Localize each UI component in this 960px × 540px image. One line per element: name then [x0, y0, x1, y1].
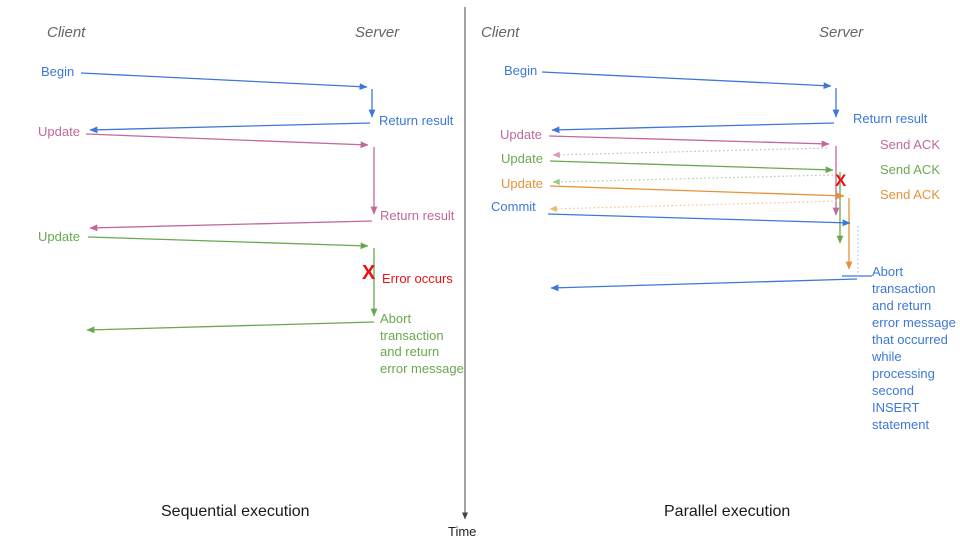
par-caption: Parallel execution	[664, 503, 791, 520]
seq-return-result-arrow-1	[89, 122, 371, 134]
seq-update1-arrow	[85, 133, 369, 149]
par-update-1-label: Update	[500, 127, 542, 142]
seq-return-result-1-label: Return result	[379, 113, 454, 128]
par-ack3-dotted-arrow	[549, 200, 842, 212]
par-update3-arrow	[549, 185, 845, 200]
seq-update2-arrow	[87, 236, 369, 250]
par-arrows	[541, 71, 872, 292]
par-begin-arrow	[541, 71, 832, 90]
seq-error-x-mark: X	[362, 262, 376, 284]
seq-caption: Sequential execution	[161, 503, 310, 520]
par-commit-arrow	[547, 213, 851, 227]
seq-begin-label: Begin	[41, 64, 75, 79]
par-abort-arrow	[550, 278, 858, 292]
par-update2-arrow	[549, 160, 834, 174]
seq-server-header: Server	[355, 24, 400, 41]
seq-return-result-2-label: Return result	[380, 208, 455, 223]
par-client-header: Client	[481, 24, 520, 41]
par-send-ack-3-label: Send ACK	[880, 187, 940, 202]
seq-error-occurs-label: Error occurs	[382, 271, 453, 286]
par-server-header: Server	[819, 24, 864, 41]
par-error-x-mark: X	[835, 171, 847, 190]
par-ack1-dotted-arrow	[552, 147, 828, 158]
par-send-ack-2-label: Send ACK	[880, 162, 940, 177]
par-send-ack-1-label: Send ACK	[880, 137, 940, 152]
par-begin-label: Begin	[504, 63, 538, 78]
seq-arrows	[80, 72, 378, 334]
seq-abort-message: Abort transaction and return error messa…	[380, 311, 464, 376]
seq-begin-arrow	[80, 72, 368, 91]
par-update1-arrow	[548, 135, 830, 148]
par-ack2-dotted-arrow	[552, 174, 834, 185]
seq-return-result-arrow-2	[89, 220, 373, 232]
par-commit-label: Commit	[491, 199, 536, 214]
seq-update-2-label: Update	[38, 229, 80, 244]
par-abort-message: Abort transaction and return error messa…	[872, 264, 956, 432]
par-return-result-label: Return result	[853, 111, 928, 126]
par-update-2-label: Update	[501, 151, 543, 166]
par-return-result-arrow	[551, 122, 835, 134]
time-axis-label: Time	[448, 524, 477, 539]
seq-client-header: Client	[47, 24, 86, 41]
par-update-3-label: Update	[501, 176, 543, 191]
seq-update-1-label: Update	[38, 124, 80, 139]
seq-abort-arrow	[86, 321, 375, 334]
